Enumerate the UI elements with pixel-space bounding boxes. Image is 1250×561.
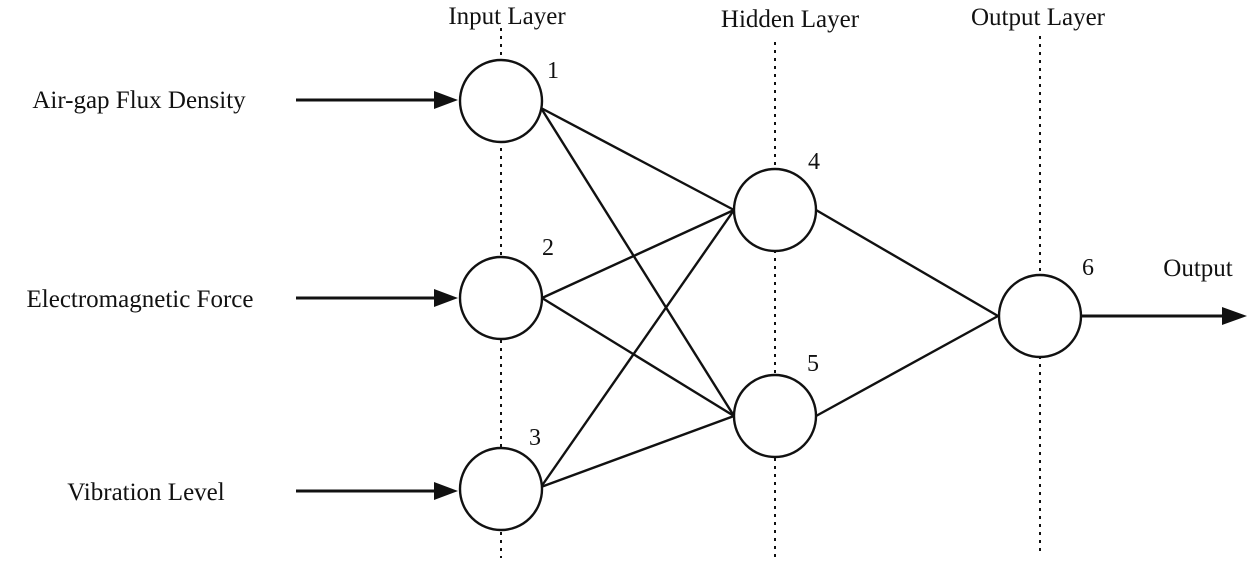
arrowhead-icon — [434, 289, 458, 307]
input-arrow-3 — [296, 482, 458, 500]
input-label-air-gap-flux-density: Air-gap Flux Density — [32, 87, 246, 114]
node-1 — [458, 58, 544, 144]
node-number-5: 5 — [807, 351, 819, 377]
output-layer-label: Output Layer — [971, 4, 1106, 31]
output-label: Output — [1163, 255, 1233, 282]
edge-1-4 — [540, 106, 735, 212]
input-label-vibration-level: Vibration Level — [67, 479, 225, 506]
node-4 — [732, 167, 818, 253]
edge-3-4 — [540, 209, 735, 488]
edge-3-5 — [540, 414, 735, 489]
node-5 — [732, 373, 818, 459]
node-number-6: 6 — [1082, 255, 1094, 281]
node-number-2: 2 — [542, 235, 554, 261]
edge-5-6 — [815, 314, 999, 418]
node-3 — [458, 446, 544, 532]
node-6 — [997, 273, 1083, 359]
edge-2-5 — [541, 296, 735, 418]
node-number-3: 3 — [529, 425, 541, 451]
node-2 — [458, 255, 544, 341]
input-arrow-2 — [296, 289, 458, 307]
node-number-4: 4 — [808, 149, 820, 175]
output-arrow — [1081, 307, 1247, 325]
hidden-layer-label: Hidden Layer — [721, 6, 860, 33]
node-number-1: 1 — [547, 58, 559, 84]
arrowhead-icon — [1222, 307, 1247, 325]
edge-4-6 — [815, 208, 999, 318]
input-label-electromagnetic-force: Electromagnetic Force — [27, 286, 254, 313]
edge-2-4 — [541, 208, 735, 300]
input-arrow-1 — [296, 91, 458, 109]
connections — [539, 106, 999, 489]
input-layer-label: Input Layer — [448, 3, 566, 30]
edge-1-5 — [539, 107, 736, 417]
arrowhead-icon — [434, 91, 458, 109]
arrowhead-icon — [434, 482, 458, 500]
